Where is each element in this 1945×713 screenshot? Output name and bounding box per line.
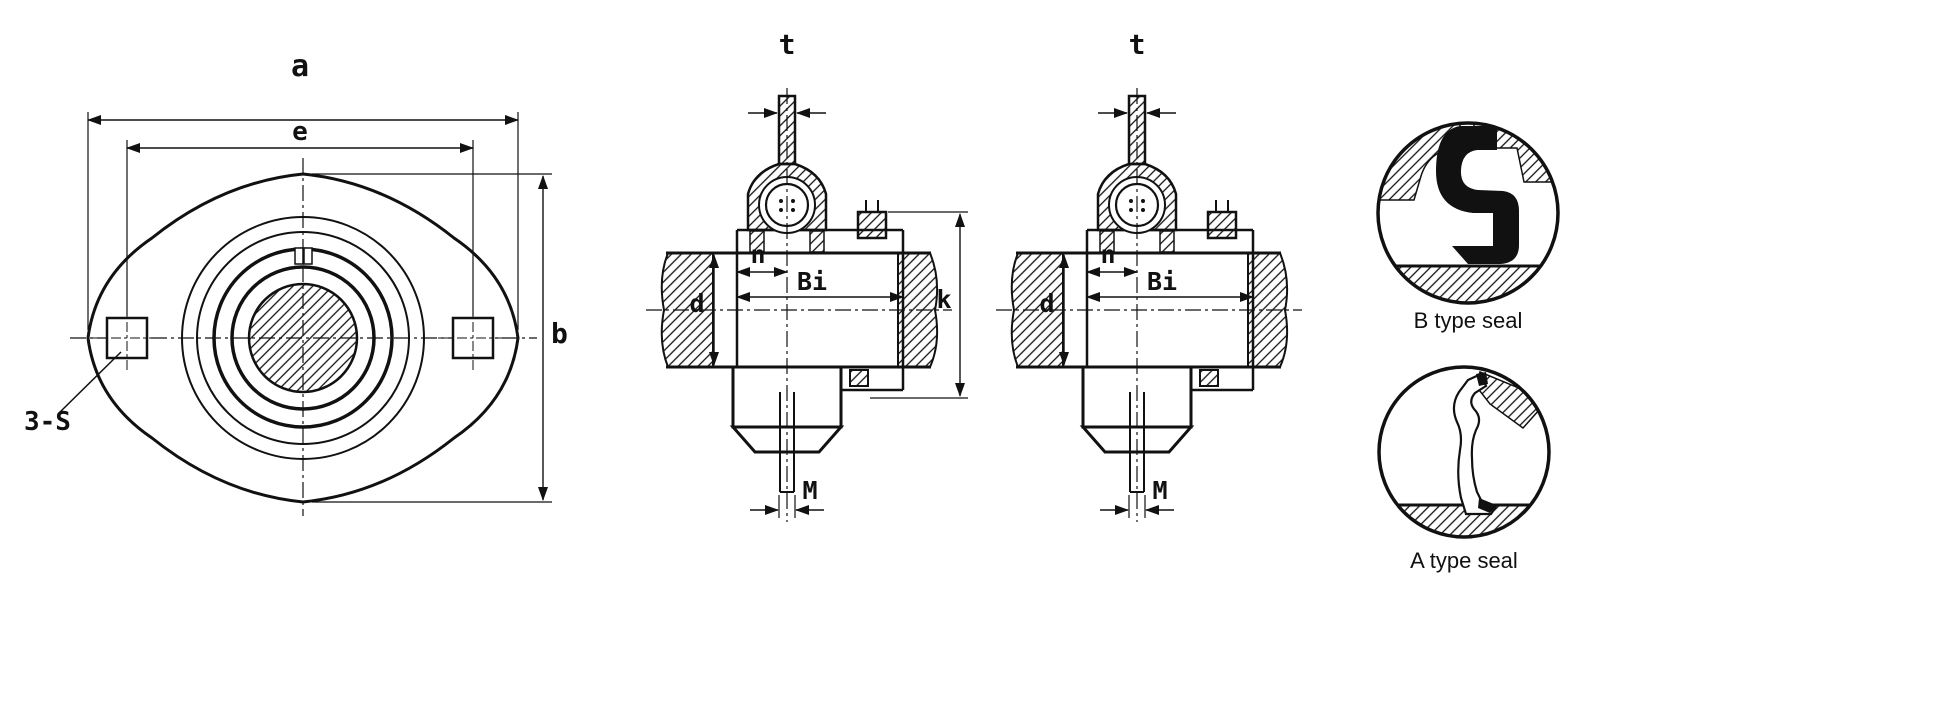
- dim-n-label: n: [750, 240, 765, 269]
- dim-k: [870, 211, 968, 399]
- a-type-seal-detail: A type seal: [1377, 365, 1551, 573]
- bolt-note-label: 3-S: [24, 407, 71, 437]
- bolt-note-leader: [57, 351, 122, 415]
- bolt-hole-right: [438, 303, 508, 373]
- b-type-seal-detail: B type seal: [1376, 121, 1560, 333]
- dim-k-label: k: [936, 285, 951, 314]
- dim-e: [126, 140, 474, 316]
- dim-e-label: e: [292, 117, 308, 147]
- dim-a: [87, 112, 519, 330]
- dim-m-label: M: [1152, 476, 1167, 505]
- dim-d-label: d: [1039, 289, 1054, 318]
- dim-t-label: t: [1129, 28, 1146, 61]
- flange-outline: [86, 172, 520, 504]
- dim-n-label: n: [1100, 240, 1115, 269]
- b-seal-profile: [1436, 126, 1519, 264]
- a-seal-label: A type seal: [1410, 548, 1518, 573]
- a-seal-profile: [1452, 372, 1498, 516]
- dim-d-label: d: [689, 289, 704, 318]
- dim-a-label: a: [291, 49, 309, 84]
- dim-t-label: t: [779, 28, 796, 61]
- bolt-hole-left: [92, 303, 162, 373]
- dim-bi-label: Bi: [1147, 267, 1177, 296]
- dim-m-label: M: [802, 476, 817, 505]
- b-seal-label: B type seal: [1414, 308, 1523, 333]
- dim-bi-label: Bi: [797, 267, 827, 296]
- shaft-bore-hatched: [247, 282, 359, 394]
- front-setscrew-detail: [294, 247, 313, 265]
- dim-b: [312, 173, 552, 503]
- front-view: a e b 3-S: [24, 49, 568, 516]
- dim-b-label: b: [551, 317, 568, 350]
- section-view-1: t n Bi d k M: [646, 28, 968, 522]
- section-view-2: t n Bi d M: [996, 28, 1302, 522]
